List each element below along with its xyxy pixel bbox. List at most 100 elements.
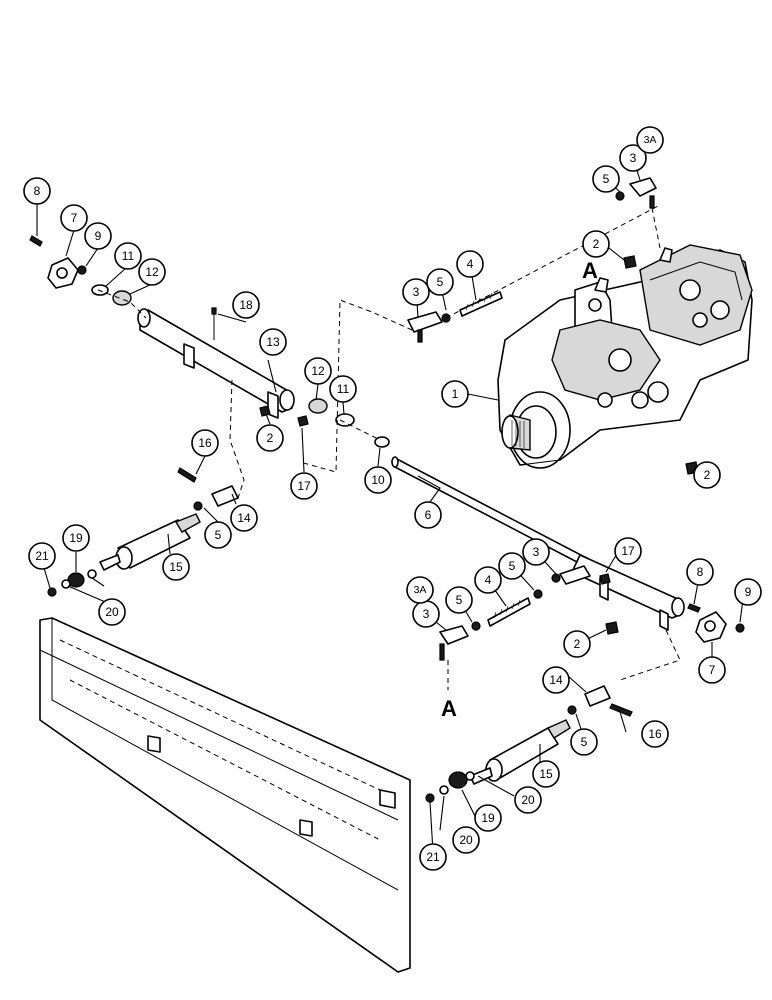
callout-14-upper-label: 14 (237, 511, 251, 525)
callout-11-upper-label: 11 (122, 249, 135, 263)
callout-7-lower: 7 (698, 656, 726, 684)
callout-15-upper-label: 15 (169, 560, 183, 574)
clevis-14-lower (567, 685, 633, 717)
callout-20-lower-a: 20 (514, 786, 542, 814)
callout-8-upper-label: 8 (34, 184, 41, 198)
callout-2-pump-bottom: 2 (693, 461, 721, 489)
callout-5-lower-b: 5 (445, 586, 473, 614)
callout-3a-lower: 3A (406, 576, 434, 604)
callout-21-lower-label: 21 (426, 850, 440, 864)
callout-3-lower-left-label: 3 (423, 607, 430, 621)
rod-end-3-lower-right (551, 565, 591, 585)
callout-10: 10 (364, 466, 392, 494)
grommet-set-upper (47, 569, 97, 597)
callout-5-mid-label: 5 (437, 275, 444, 289)
callout-21-upper: 21 (28, 542, 56, 570)
nut-2-left (259, 405, 271, 417)
callout-9-lower: 9 (734, 578, 762, 606)
callout-20-upper-label: 20 (105, 605, 119, 619)
callout-12-upper: 12 (138, 258, 166, 286)
assembly-lines (97, 204, 681, 690)
callout-3a-top-label: 3A (644, 134, 657, 146)
nut-2-pump-top (623, 255, 637, 269)
callout-5-upper-left-label: 5 (215, 528, 222, 542)
callout-3-top-right: 3 (619, 144, 647, 172)
callout-11-mid-label: 11 (337, 382, 350, 396)
callout-5-top-right-label: 5 (603, 172, 610, 186)
grommet-set-lower (425, 771, 475, 803)
callout-14-lower-label: 14 (549, 673, 563, 687)
callout-3-top-right-label: 3 (630, 151, 637, 165)
callout-5-mid: 5 (426, 268, 454, 296)
washer-11-upper (91, 284, 109, 296)
callout-1: 1 (441, 380, 469, 408)
callout-20-lower-a-label: 20 (521, 793, 535, 807)
bracket-7-lower (687, 603, 745, 643)
callout-20-lower-b-label: 20 (459, 833, 473, 847)
washer-11-mid (335, 413, 355, 427)
rod-end-3-mid (407, 311, 451, 343)
callout-20-lower-b: 20 (452, 826, 480, 854)
nut-17-right (599, 573, 611, 585)
callout-3-lower-right: 3 (522, 538, 550, 566)
callout-4-lower: 4 (474, 566, 502, 594)
callout-5-top-right: 5 (592, 165, 620, 193)
callout-18: 18 (232, 291, 260, 319)
callout-3-mid: 3 (402, 278, 430, 306)
callout-2-lower: 2 (563, 630, 591, 658)
callout-5-lower-c: 5 (570, 728, 598, 756)
callout-9-lower-label: 9 (745, 585, 752, 599)
callout-21-upper-label: 21 (35, 549, 49, 563)
callout-1-label: 1 (452, 387, 459, 401)
bushing-12-mid (308, 398, 328, 414)
callout-16-lower-label: 16 (648, 727, 662, 741)
callout-17-right-label: 17 (621, 544, 635, 558)
hydraulic-pump (497, 244, 753, 469)
callout-14-lower: 14 (542, 666, 570, 694)
callout-17-left: 17 (290, 472, 318, 500)
callout-4-upper-label: 4 (467, 257, 474, 271)
callout-6-label: 6 (425, 508, 432, 522)
callout-18-label: 18 (239, 298, 253, 312)
callout-5-lower-c-label: 5 (581, 735, 588, 749)
thread-marks-4-lower (493, 599, 521, 619)
callout-15-lower: 15 (532, 760, 560, 788)
callout-4-upper: 4 (456, 250, 484, 278)
callout-16-upper-label: 16 (198, 436, 212, 450)
rod-end-3-top-right (615, 177, 657, 209)
bushing-12-upper (112, 290, 132, 306)
callout-9-upper-label: 9 (95, 229, 102, 243)
callout-2-pump-top: 2 (582, 230, 610, 258)
callout-3-mid-label: 3 (413, 285, 420, 299)
callout-13-label: 13 (266, 335, 280, 349)
callout-3a-top: 3A (636, 126, 664, 154)
callout-5-lower-a: 5 (498, 552, 526, 580)
cylinder-15-upper (99, 513, 201, 571)
callout-12-mid-label: 12 (311, 364, 325, 378)
callout-2-lower-label: 2 (574, 637, 581, 651)
callout-4-lower-label: 4 (485, 573, 492, 587)
callout-19-lower-label: 19 (481, 811, 495, 825)
callout-12-upper-label: 12 (145, 265, 159, 279)
callout-3-lower-left: 3 (412, 600, 440, 628)
callout-20-upper: 20 (98, 598, 126, 626)
shield-panel (39, 617, 411, 973)
callout-2-pump-bottom-label: 2 (704, 468, 711, 482)
callout-3a-lower-label: 3A (414, 584, 427, 596)
callout-15-upper: 15 (162, 553, 190, 581)
callout-19-upper-label: 19 (69, 531, 83, 545)
callout-17-right: 17 (614, 537, 642, 565)
callout-2-pump-top-label: 2 (593, 237, 600, 251)
nut-9-upper (77, 265, 87, 275)
threaded-rod-4-upper (459, 291, 503, 317)
callout-19-upper: 19 (62, 524, 90, 552)
reference-label-a-bottom: A (441, 696, 457, 721)
callout-2-left-label: 2 (267, 431, 274, 445)
callout-12-mid: 12 (304, 357, 332, 385)
callout-7-upper-label: 7 (71, 211, 78, 225)
callout-5-lower-b-label: 5 (456, 593, 463, 607)
threaded-rod-4-lower (487, 597, 531, 627)
bolt-8-upper (29, 235, 43, 247)
callout-9-upper: 9 (84, 222, 112, 250)
